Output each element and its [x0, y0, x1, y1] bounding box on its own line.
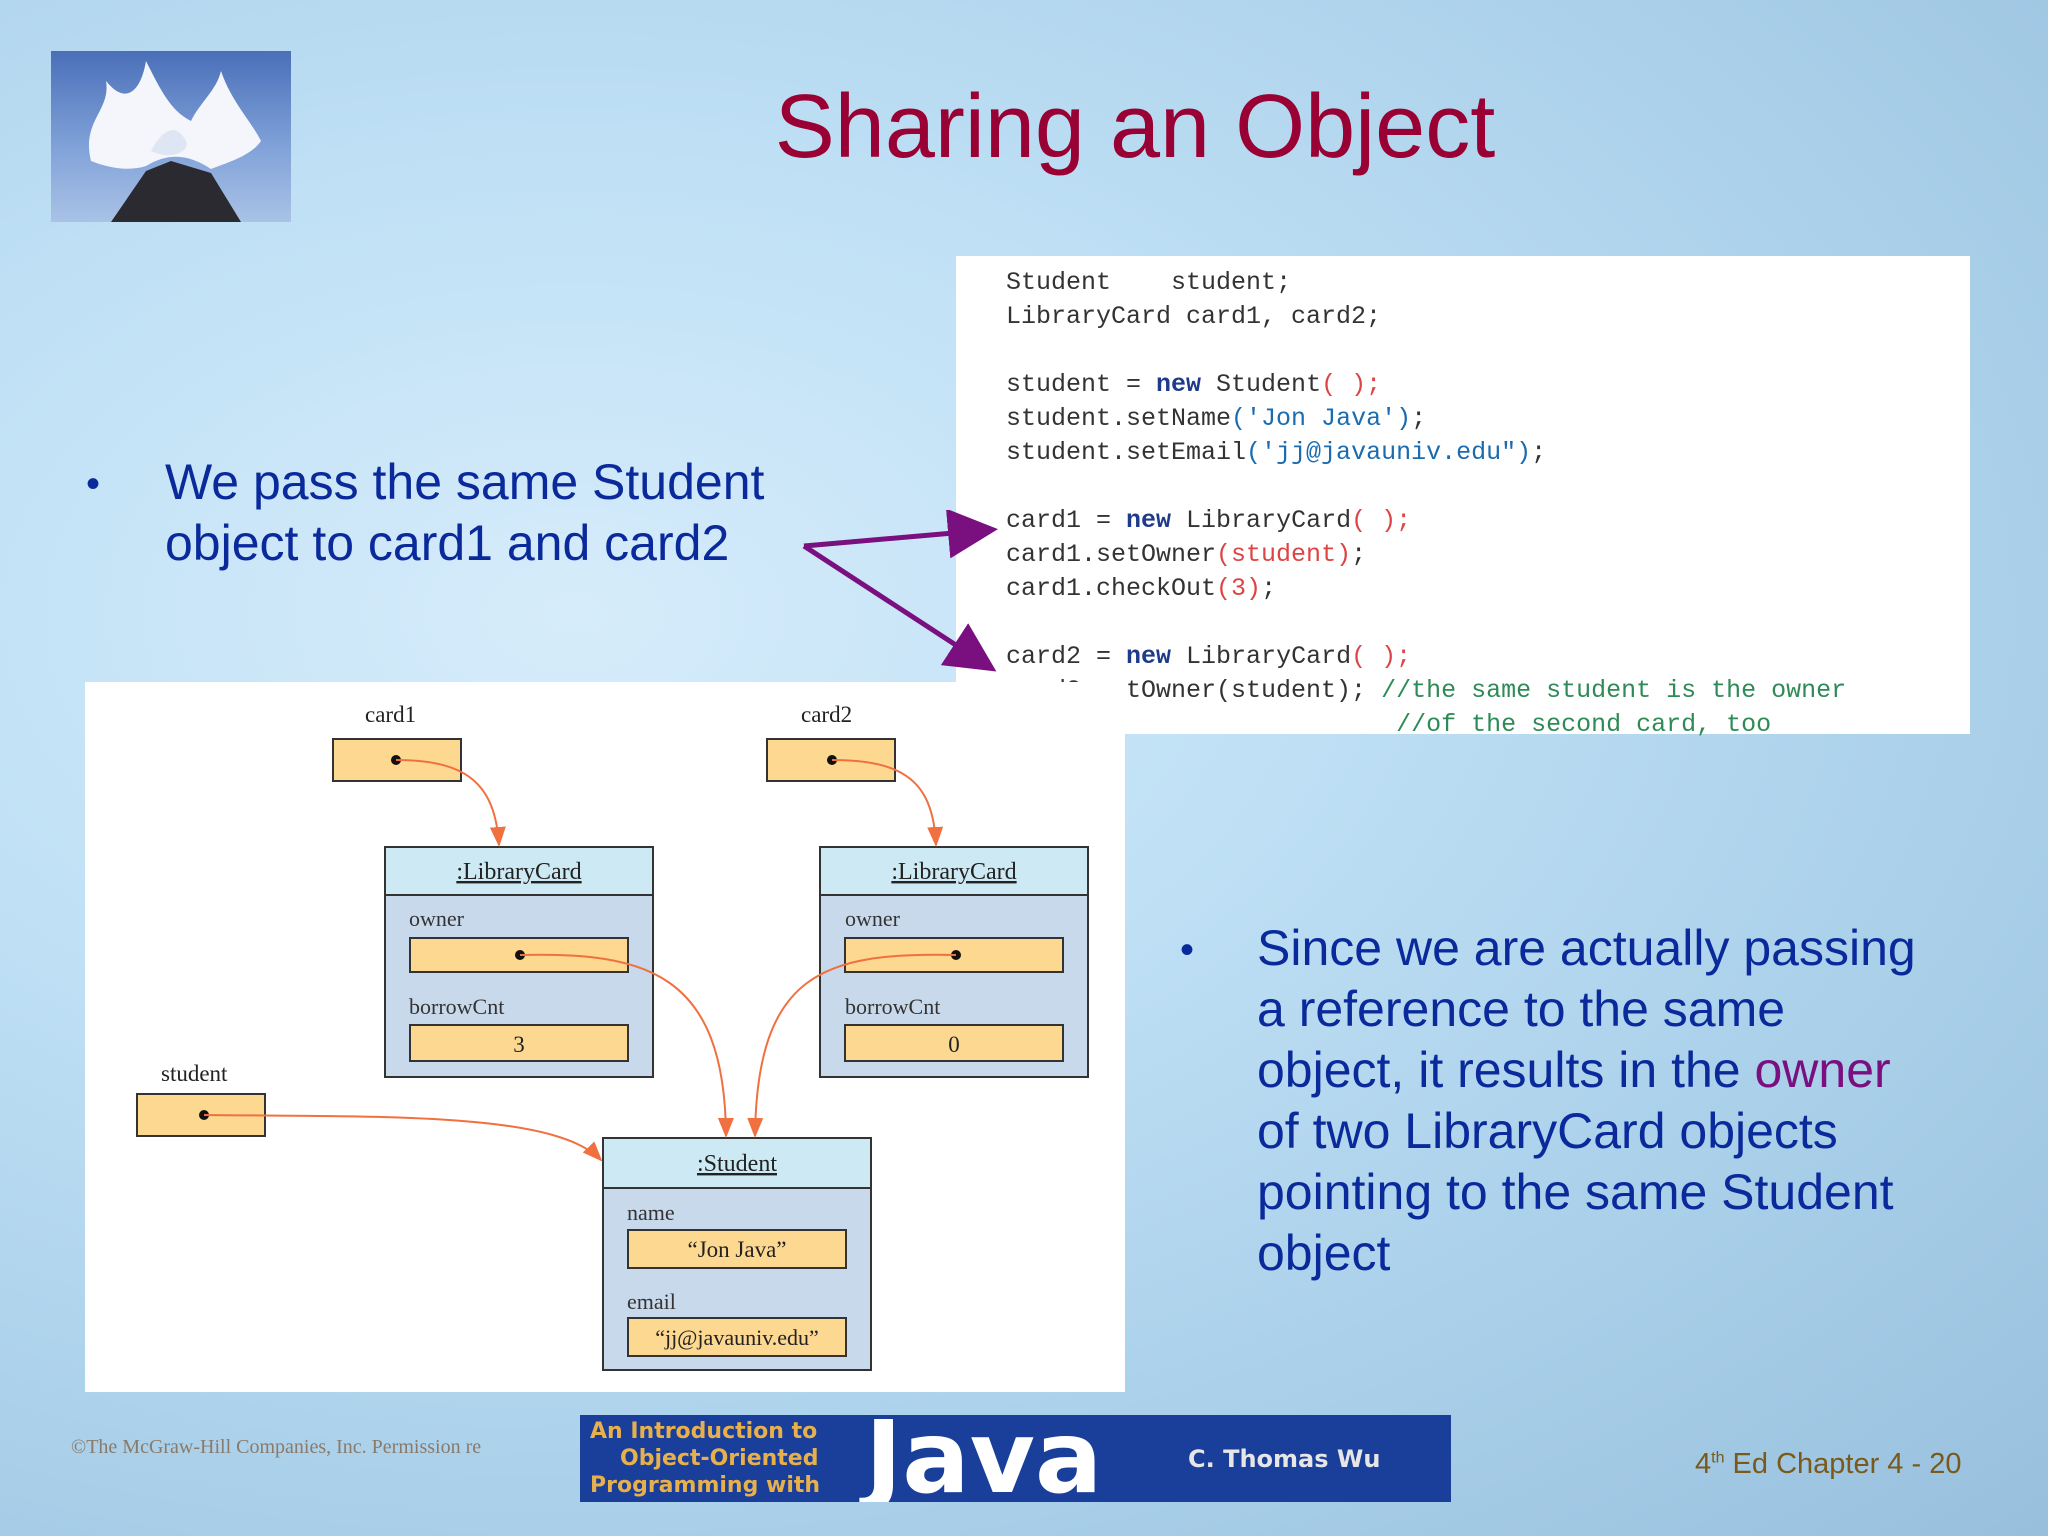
banner-subtitle: An Introduction to Object-Oriented Progr…	[590, 1418, 820, 1499]
bullet-two: Since we are actually passing a referenc…	[1257, 918, 1916, 1284]
page-label-num: 4	[1695, 1448, 1712, 1480]
wave-thumbnail-image	[51, 51, 291, 222]
name-field	[627, 1229, 847, 1269]
arrow-to-card1	[803, 510, 998, 559]
bullet-two-line3-text: object, it results in the	[1257, 1042, 1755, 1098]
ref-arrow-card1	[395, 759, 506, 847]
lc1-title: :LibraryCard	[456, 859, 581, 885]
code-s2-end: ;	[1411, 404, 1427, 433]
bullet-one-line2: object to card1 and card2	[165, 515, 730, 571]
code-s1-pre: student =	[1006, 370, 1157, 399]
lc2-title: :LibraryCard	[891, 859, 1016, 885]
librarycard-2: :LibraryCard owner borrowCnt 0	[819, 846, 1089, 1078]
code-s2-arg: ('Jon Java')	[1231, 404, 1412, 433]
student-title: :Student	[697, 1151, 777, 1177]
code-c1c-end: ;	[1261, 574, 1277, 603]
ref-arrow-owner2	[747, 953, 957, 1138]
code-comment-1: //the same student is the owner	[1381, 676, 1847, 705]
email-field	[627, 1317, 847, 1357]
page-label-sup: th	[1711, 1449, 1725, 1467]
wave-splash-icon	[88, 61, 261, 222]
name-value: “Jon Java”	[688, 1237, 787, 1262]
code-c1-pre: card1 =	[1006, 506, 1127, 535]
code-c1-post: LibraryCard	[1171, 506, 1352, 535]
bullet-two-line1: Since we are actually passing	[1257, 920, 1916, 976]
lc1-borrow-field	[409, 1024, 629, 1062]
code-keyword-new: new	[1126, 506, 1172, 535]
bullet-one: We pass the same Student object to card1…	[165, 452, 764, 574]
bullet-two-line2: a reference to the same	[1257, 981, 1786, 1037]
code-parens: ( );	[1351, 642, 1412, 671]
code-s3-end: ;	[1531, 438, 1547, 467]
card2-label: card2	[801, 702, 852, 727]
bullet-two-line3: object, it results in the owner	[1257, 1040, 1916, 1101]
code-parens: ( );	[1351, 506, 1412, 535]
code-s3-pre: student.setEmail	[1006, 438, 1247, 467]
lc2-owner-label: owner	[845, 906, 901, 931]
code-c1c-pre: card1.checkOut	[1006, 574, 1217, 603]
code-keyword-new: new	[1156, 370, 1202, 399]
email-label: email	[627, 1289, 676, 1314]
code-listing: Student student; LibraryCard card1, card…	[956, 256, 1970, 739]
card1-label: card1	[365, 702, 416, 727]
code-c1b-pre: card1.setOwner	[1006, 540, 1217, 569]
slide-title: Sharing an Object	[774, 77, 1496, 177]
code-c2-pre: card2 =	[1006, 642, 1127, 671]
card2-box	[766, 738, 896, 782]
page-label-text: Ed Chapter 4 - 20	[1724, 1448, 1962, 1480]
owner-highlight: owner	[1754, 1042, 1891, 1098]
lc2-owner-field	[844, 937, 1064, 973]
lc2-borrow-label: borrowCnt	[845, 994, 940, 1019]
lc1-borrow-label: borrowCnt	[409, 994, 504, 1019]
arrow-to-card2	[802, 543, 997, 672]
lc1-borrow-value: 3	[513, 1032, 525, 1057]
page-label: 4th Ed Chapter 4 - 20	[1695, 1448, 1961, 1481]
code-decl2: LibraryCard card1, card2;	[1006, 302, 1382, 331]
code-c2-post: LibraryCard	[1171, 642, 1352, 671]
object-diagram-svg: card1 card2 :LibraryCard owner borrowCnt…	[136, 702, 1089, 1371]
banner-java: Java	[865, 1415, 1103, 1502]
ref-arrow-owner1	[519, 953, 734, 1138]
code-keyword-new: new	[1126, 642, 1172, 671]
banner-line1: An Introduction to	[590, 1419, 818, 1444]
lc2-borrow-value: 0	[948, 1032, 960, 1057]
code-s2-pre: student.setName	[1006, 404, 1232, 433]
student-label: student	[161, 1061, 228, 1086]
bullet-marker: •	[86, 462, 101, 506]
bullet-two-line6: object	[1257, 1225, 1391, 1281]
bullet-two-line4: of two LibraryCard objects	[1257, 1103, 1838, 1159]
name-label: name	[627, 1200, 675, 1225]
copyright-text: ©The McGraw-Hill Companies, Inc. Permiss…	[71, 1436, 482, 1458]
object-diagram: card1 card2 :LibraryCard owner borrowCnt…	[85, 682, 1125, 1392]
book-banner: An Introduction to Object-Oriented Progr…	[580, 1415, 1451, 1502]
code-comment-2: //of the second card, too	[1396, 710, 1772, 739]
lc2-borrow-field	[844, 1024, 1064, 1062]
librarycard-1: :LibraryCard owner borrowCnt 3	[384, 846, 654, 1078]
banner-line3: Programming with	[590, 1473, 821, 1498]
ref-arrow-student	[203, 1114, 603, 1162]
email-value: “jj@javauniv.edu”	[655, 1325, 819, 1350]
pointer-arrows	[802, 510, 998, 672]
student-object: :Student name “Jon Java” email “jj@javau…	[602, 1137, 872, 1371]
code-decl1-type: Student	[1006, 268, 1112, 297]
code-parens: ( );	[1321, 370, 1382, 399]
code-c1c-arg: (3)	[1216, 574, 1262, 603]
code-c1b-arg: (student)	[1216, 540, 1352, 569]
code-c1b-end: ;	[1351, 540, 1367, 569]
bullet-two-line5: pointing to the same Student	[1257, 1164, 1894, 1220]
code-s1-post: Student	[1201, 370, 1322, 399]
lc1-owner-label: owner	[409, 906, 465, 931]
code-s3-arg: ('jj@javauniv.edu")	[1246, 438, 1532, 467]
code-decl1-var: student;	[1171, 268, 1292, 297]
bullet-one-line1: We pass the same Student	[165, 454, 765, 510]
bullet-marker: •	[1180, 928, 1195, 972]
ref-arrow-card2	[831, 759, 944, 847]
banner-line2: Object-Oriented	[620, 1446, 819, 1471]
banner-author: C. Thomas Wu	[1188, 1445, 1381, 1473]
